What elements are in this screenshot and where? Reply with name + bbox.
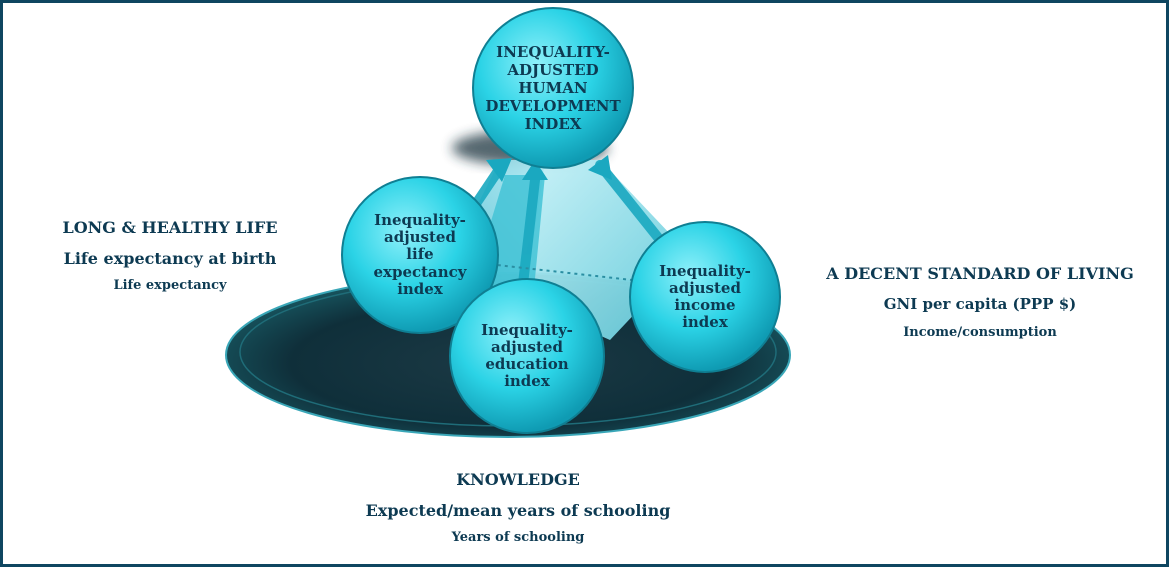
dimension-bottom-title: KNOWLEDGE [456, 470, 580, 489]
dimension-bottom-measure: Years of schooling [451, 530, 585, 545]
dimension-right-measure: Income/consumption [903, 325, 1057, 340]
dimension-left-indicator: Life expectancy at birth [63, 249, 277, 268]
dimension-bottom: KNOWLEDGE Expected/mean years of schooli… [318, 470, 718, 545]
dotted-base-line [469, 261, 651, 283]
arrowhead-life [486, 158, 512, 182]
dimension-left: LONG & HEALTHY LIFE Life expectancy at b… [20, 218, 320, 293]
circle-life [341, 176, 499, 334]
dimension-right-title: A DECENT STANDARD OF LIVING [826, 264, 1134, 283]
circle-education [449, 278, 605, 434]
arrowhead-income [588, 155, 612, 180]
circle-center [472, 7, 634, 169]
dimension-bottom-indicator: Expected/mean years of schooling [365, 501, 671, 520]
dimension-left-measure: Life expectancy [113, 278, 227, 293]
education-node-label: Inequality- adjusted education index [481, 320, 573, 391]
circle-income [629, 221, 781, 373]
life-node-label: Inequality- adjusted life expectancy ind… [373, 210, 467, 298]
arrowhead-education [522, 160, 548, 180]
income-node-label: Inequality- adjusted income index [659, 261, 751, 332]
dimension-left-title: LONG & HEALTHY LIFE [62, 218, 278, 237]
dimension-right: A DECENT STANDARD OF LIVING GNI per capi… [800, 264, 1160, 340]
dimension-right-indicator: GNI per capita (PPP $) [883, 295, 1077, 313]
center-node-label: INEQUALITY- ADJUSTED HUMAN DEVELOPMENT I… [485, 43, 621, 133]
